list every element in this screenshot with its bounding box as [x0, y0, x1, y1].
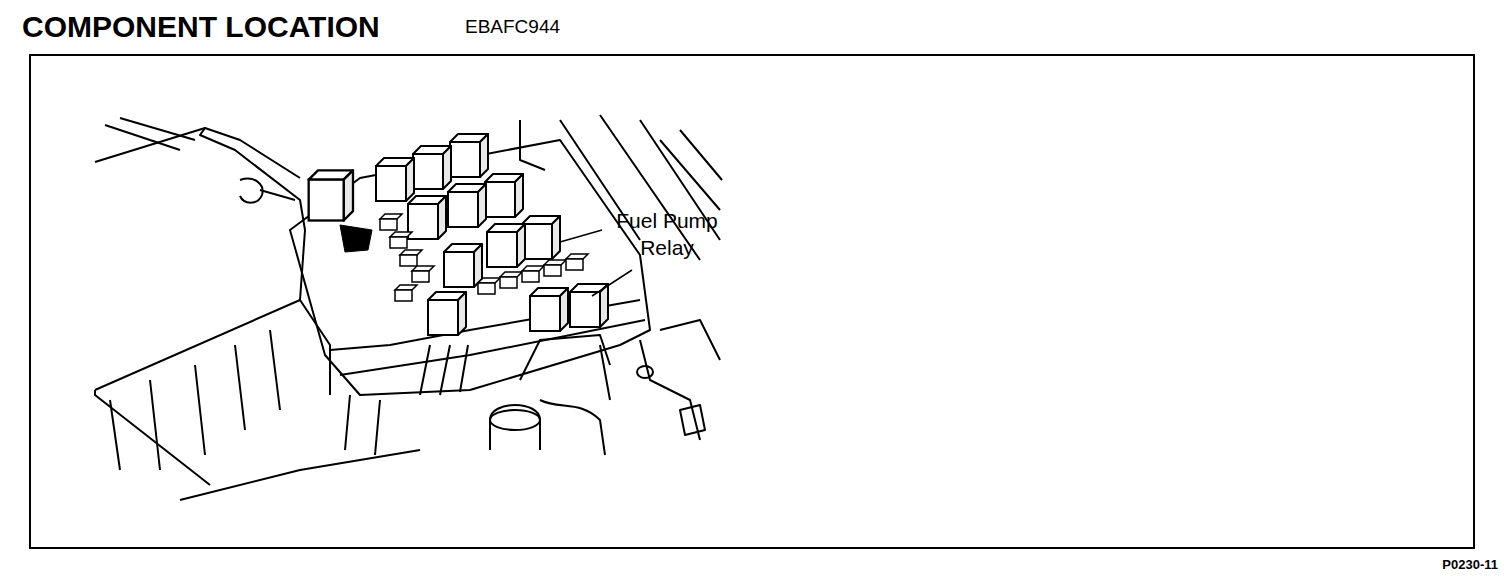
figure-number: P0230-11 — [1442, 557, 1498, 574]
page-title: COMPONENT LOCATION — [22, 10, 380, 44]
document-code: EBAFC944 — [465, 15, 560, 40]
leader-line — [560, 230, 632, 296]
relay-block — [309, 134, 608, 335]
figure-frame — [30, 55, 1474, 548]
part-label: Fuel Pump Relay — [604, 207, 730, 262]
engine-bay-drawing — [95, 115, 722, 500]
